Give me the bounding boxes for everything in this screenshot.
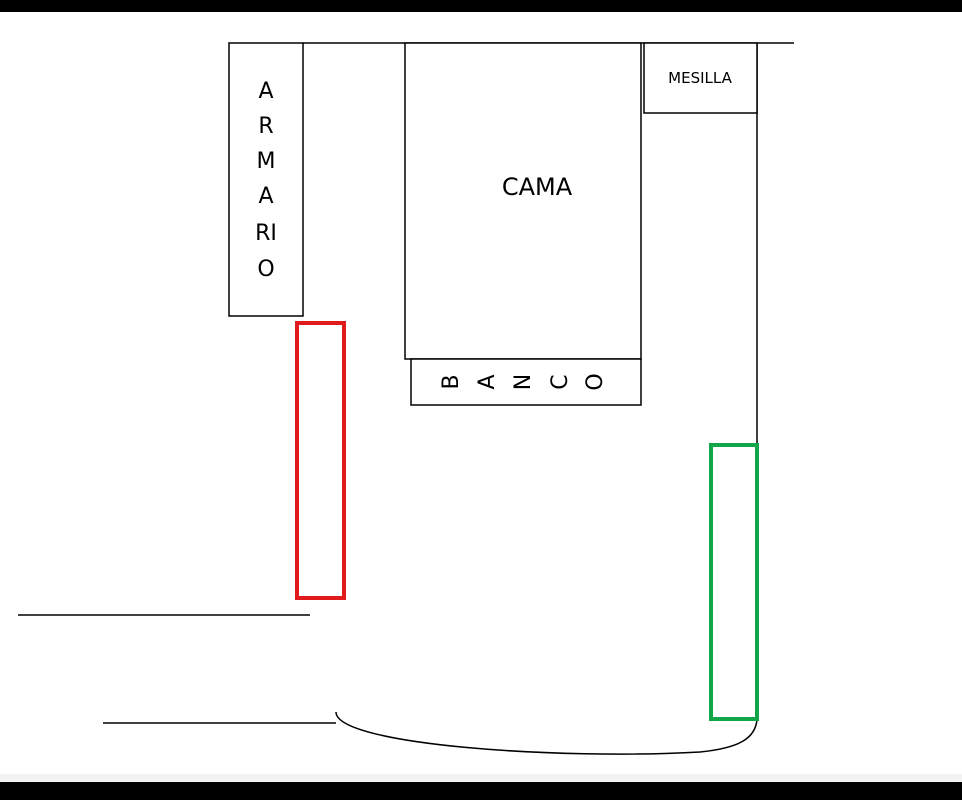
red-marker	[295, 321, 346, 600]
bench-letter: A	[475, 374, 500, 389]
wardrobe-letter: A	[258, 184, 273, 209]
wardrobe-letter: RI	[255, 221, 277, 246]
wardrobe-letter: A	[258, 79, 273, 104]
wardrobe	[228, 42, 304, 317]
green-marker	[709, 443, 759, 721]
wardrobe-letter: R	[258, 114, 273, 139]
nightstand	[643, 42, 758, 114]
bench-letter: N	[511, 374, 536, 390]
bed-label: CAMA	[502, 173, 573, 201]
wardrobe-label: A R M A RI O	[255, 79, 277, 282]
bench-label: B A N C O	[439, 373, 608, 390]
bench-letter: B	[439, 374, 464, 389]
wardrobe-letter: M	[257, 149, 276, 174]
bench-letter: C	[548, 374, 573, 389]
bench	[410, 358, 642, 406]
door-swing-arc	[335, 711, 758, 755]
nightstand-label: MESILLA	[668, 69, 732, 87]
bench-letter: O	[583, 373, 608, 390]
bottom-strip	[0, 774, 962, 782]
bed	[404, 42, 642, 360]
wardrobe-letter: O	[257, 257, 274, 282]
